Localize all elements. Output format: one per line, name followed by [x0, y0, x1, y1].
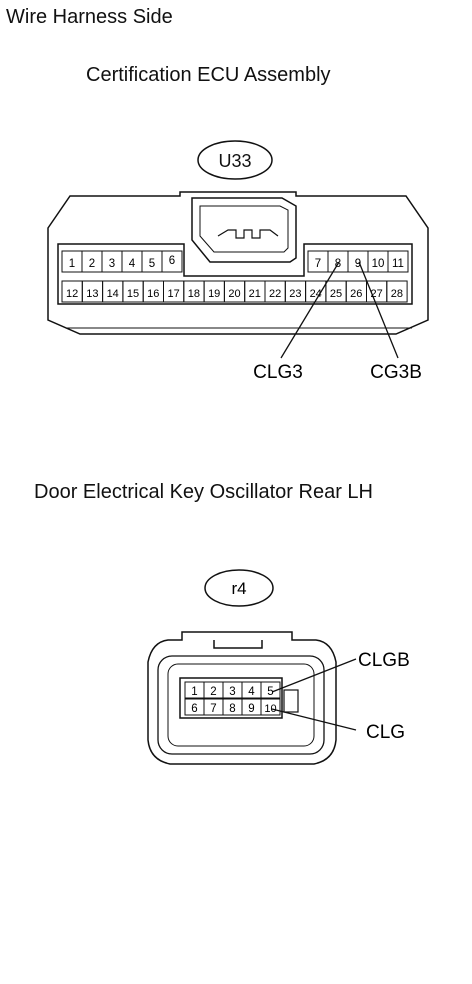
pin-label: 4: [129, 258, 136, 270]
pin-label: 23: [289, 288, 301, 300]
pin-label: 25: [330, 288, 342, 300]
u33-code: U33: [218, 151, 251, 171]
pin-label: 14: [107, 288, 119, 300]
pin-label: 20: [228, 288, 240, 300]
pin-label: 19: [208, 288, 220, 300]
callout-clg3: CLG3: [253, 362, 303, 383]
leader-clg3: [280, 261, 340, 359]
r4-code-bubble: [204, 569, 274, 607]
leader-clgb: [271, 658, 357, 693]
u33-code-bubble: [197, 140, 273, 180]
u33-assembly-name: Certification ECU Assembly: [86, 64, 331, 86]
callout-clgb: CLGB: [358, 650, 410, 671]
u33-pin-frame: [57, 243, 413, 305]
page-title: Wire Harness Side: [6, 6, 173, 28]
pin-label: 2: [210, 686, 216, 698]
pin-label: 7: [315, 258, 321, 270]
r4-housing: [147, 631, 337, 765]
pin-label: 1: [69, 258, 75, 270]
leader-clg: [271, 708, 357, 731]
r4-code: r4: [231, 579, 246, 598]
leader-cg3b: [358, 261, 399, 359]
pin-label: 26: [350, 288, 362, 300]
pin-label: 24: [310, 288, 322, 300]
pin-label: 15: [127, 288, 139, 300]
r4-pin-frame: [179, 677, 283, 719]
pin-label: 21: [249, 288, 261, 300]
pin-label: 4: [248, 686, 255, 698]
pin-label: 1: [191, 686, 197, 698]
pin-label: 28: [391, 288, 403, 300]
callout-cg3b: CG3B: [370, 362, 422, 383]
pin-label: 8: [229, 703, 235, 715]
pin-label: 8: [335, 258, 341, 270]
r4-assembly-name: Door Electrical Key Oscillator Rear LH: [34, 481, 373, 503]
pin-label: 9: [248, 703, 254, 715]
u33-housing: [47, 191, 429, 335]
pin-label: 13: [86, 288, 98, 300]
pin-label: 11: [392, 258, 404, 270]
pin-label: 5: [267, 686, 273, 698]
u33-latch: [191, 197, 297, 263]
pin-label: 10: [264, 703, 276, 715]
pin-label: 9: [355, 258, 361, 270]
pin-label: 12: [66, 288, 78, 300]
pin-label: 22: [269, 288, 281, 300]
pin-label: 2: [89, 258, 95, 270]
pin-label: 6: [191, 703, 197, 715]
pin-label: 18: [188, 288, 200, 300]
callout-clg: CLG: [366, 722, 405, 743]
pin-label: 17: [167, 288, 179, 300]
pin-label: 5: [149, 258, 155, 270]
pin-label: 10: [372, 258, 385, 270]
pin-label: 6: [169, 255, 175, 267]
r4-lock-tab: [283, 689, 299, 713]
pin-label: 3: [109, 258, 115, 270]
pin-label: 3: [229, 686, 235, 698]
pin-label: 16: [147, 288, 159, 300]
pin-label: 7: [210, 703, 216, 715]
pin-label: 27: [370, 288, 382, 300]
